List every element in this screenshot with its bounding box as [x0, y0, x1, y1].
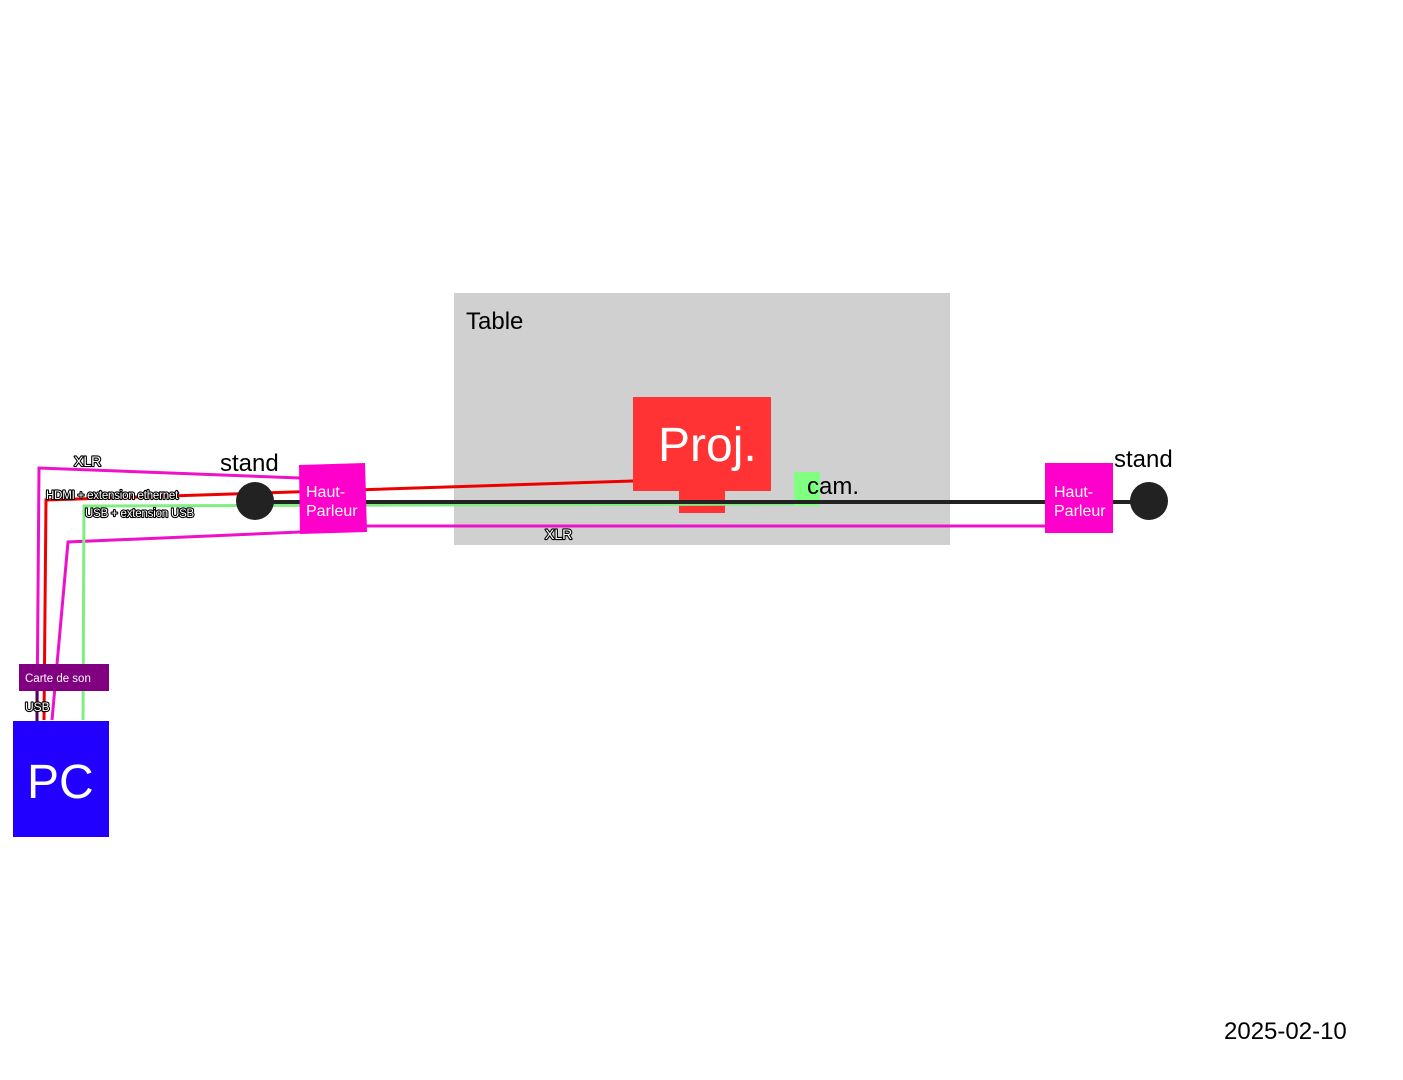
stand-left-label: stand: [220, 450, 279, 477]
table-label: Table: [466, 308, 523, 335]
sound-card-label: Carte de son: [25, 673, 91, 685]
cable-hdmi[interactable]: [42, 479, 634, 721]
speaker-right-label-line2: Parleur: [1054, 503, 1106, 520]
speaker-right[interactable]: [1045, 463, 1113, 533]
cable-label-xlr-right: XLR: [545, 526, 572, 542]
cable-label-usb: USB: [25, 700, 50, 714]
cable-xlr-to-left-speaker-bottom[interactable]: [50, 530, 301, 721]
speaker-left[interactable]: [299, 463, 367, 534]
speaker-left-label-line1: Haut-: [306, 484, 345, 501]
cable-label-xlr-left: XLR: [74, 453, 101, 469]
pc[interactable]: [13, 721, 109, 837]
stand-right-label: stand: [1114, 446, 1173, 473]
date-label: 2025-02-10: [1224, 1018, 1347, 1045]
pc-label: PC: [27, 756, 94, 809]
projector[interactable]: [633, 397, 771, 491]
camera-label: cam.: [807, 473, 859, 500]
speaker-left-label-line2: Parleur: [306, 503, 358, 520]
cable-usb-extension[interactable]: [81, 502, 795, 721]
projector-label: Proj.: [658, 419, 757, 472]
cable-xlr-left[interactable]: [35, 466, 301, 721]
stand-left[interactable]: [236, 482, 274, 520]
cable-label-hdmi: HDMI + extension ethernet: [46, 490, 179, 502]
sound-card[interactable]: [19, 664, 109, 691]
stand-right[interactable]: [1130, 482, 1168, 520]
cable-label-usb-extension: USB + extension USB: [85, 508, 195, 520]
speaker-right-label-line1: Haut-: [1054, 484, 1093, 501]
